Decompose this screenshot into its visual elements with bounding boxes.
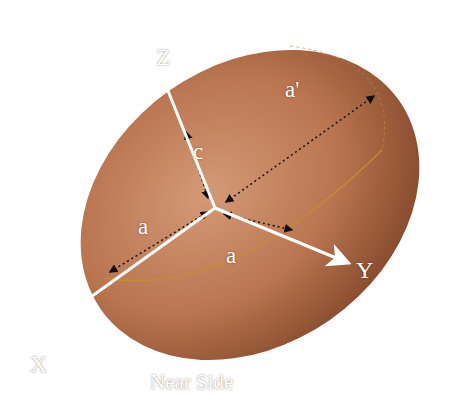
dimension-label: a xyxy=(138,215,148,238)
equator-line xyxy=(104,150,382,281)
dimension-a-x xyxy=(110,212,208,272)
axis-label: X xyxy=(30,352,47,376)
dimension-label: a xyxy=(226,244,236,267)
dimension-label: c xyxy=(193,140,203,163)
meridian-line xyxy=(290,46,385,150)
axis-label: Z xyxy=(156,45,171,69)
x-axis xyxy=(28,208,215,342)
z-axis xyxy=(150,46,215,208)
egg-shape xyxy=(21,0,456,414)
axis-label: Y xyxy=(356,258,373,282)
dimension-a-prime xyxy=(226,96,374,202)
dimension-label: a' xyxy=(285,78,299,101)
side-label: Near Side xyxy=(150,372,233,393)
